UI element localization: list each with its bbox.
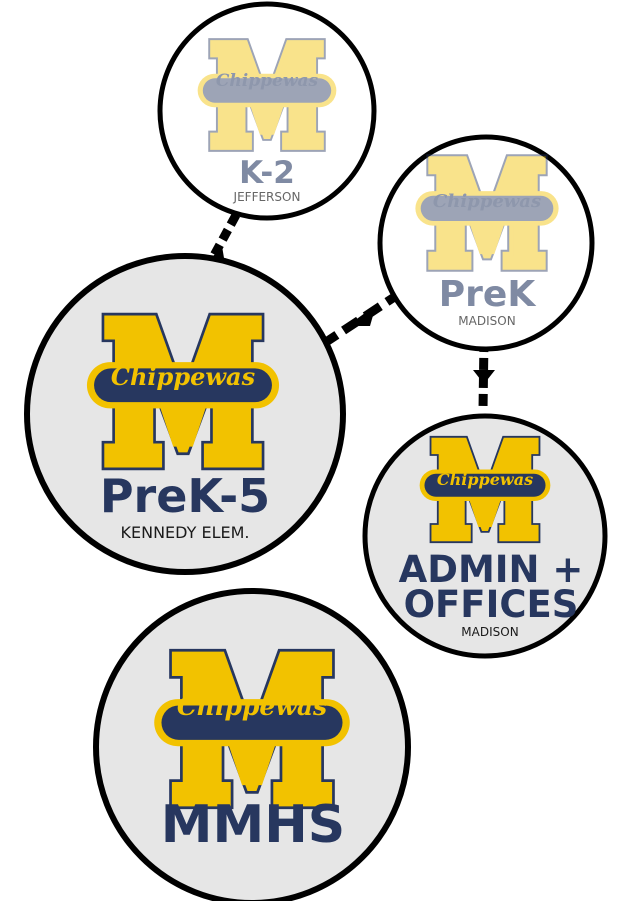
node-title: K-2 — [239, 155, 295, 191]
node-mmhs: Chippewas MMHS — [93, 588, 411, 901]
logo-banner-text: Chippewas — [437, 470, 533, 489]
logo-banner-text: Chippewas — [111, 362, 256, 391]
node-title: PreK — [439, 274, 537, 315]
node-title-line1: ADMIN + — [399, 548, 584, 591]
node-subtitle: KENNEDY ELEM. — [121, 523, 250, 542]
chippewas-logo: Chippewas — [196, 38, 338, 152]
node-subtitle: MADISON — [461, 625, 518, 639]
node-subtitle: MADISON — [458, 314, 515, 328]
chippewas-logo: Chippewas — [85, 312, 281, 471]
arrow-prek-to-prek5 — [317, 288, 405, 350]
chippewas-logo: Chippewas — [152, 648, 352, 810]
connector-line — [478, 339, 489, 411]
logo-banner-text: Chippewas — [216, 71, 319, 91]
chippewas-logo: Chippewas — [414, 154, 560, 272]
node-title: MMHS — [161, 795, 345, 855]
connector-line — [317, 288, 405, 350]
node-admin-offices: Chippewas ADMIN + OFFICES MADISON — [362, 413, 608, 659]
node-prek: Chippewas PreK MADISON — [377, 134, 595, 352]
logo-banner-text: Chippewas — [433, 191, 541, 212]
node-k2: Chippewas K-2 JEFFERSON — [157, 1, 377, 221]
node-prek5: Chippewas PreK-5 KENNEDY ELEM. — [24, 253, 346, 575]
node-subtitle: JEFFERSON — [233, 190, 301, 204]
arrowhead — [347, 305, 376, 326]
arrow-prek-to-admin — [473, 339, 495, 411]
node-title: PreK-5 — [100, 469, 270, 523]
chippewas-logo: Chippewas — [418, 435, 552, 544]
node-title-line2: OFFICES — [404, 583, 579, 626]
logo-banner-text: Chippewas — [177, 692, 327, 721]
arrowhead — [473, 370, 495, 384]
